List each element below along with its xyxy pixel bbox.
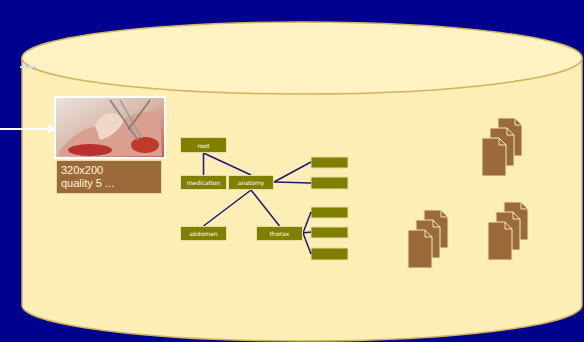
- tree-node: thorax: [256, 226, 303, 241]
- node-label: thorax: [270, 230, 290, 237]
- node-label: abdomen: [189, 230, 217, 237]
- tree-connector: [203, 153, 205, 175]
- document-stack: [488, 202, 528, 260]
- document-stack: [482, 118, 522, 176]
- database-cylinder-body: [22, 58, 582, 341]
- metadata-box: 320x200 quality 5 ...: [56, 160, 162, 194]
- tree-node: root: [180, 137, 227, 153]
- surgery-photo: [55, 97, 165, 158]
- tree-node: anatomy: [228, 175, 274, 190]
- tree-connector: [251, 190, 280, 226]
- node-label: root: [197, 142, 209, 149]
- node-label: medication: [187, 179, 220, 186]
- database-cylinder-top: [22, 22, 582, 94]
- input-line: [20, 66, 36, 68]
- node-label: anatomy: [238, 179, 265, 186]
- tree-node: medication: [180, 175, 227, 190]
- tree-node: abdomen: [180, 226, 227, 241]
- tree-connector: [204, 190, 252, 226]
- document-stack: [408, 210, 448, 268]
- node-label: 320x200 quality 5 ...: [61, 164, 114, 189]
- tree-connector: [204, 153, 252, 175]
- input-arrow: [0, 128, 48, 130]
- tree-leaf-boxes: [311, 157, 348, 260]
